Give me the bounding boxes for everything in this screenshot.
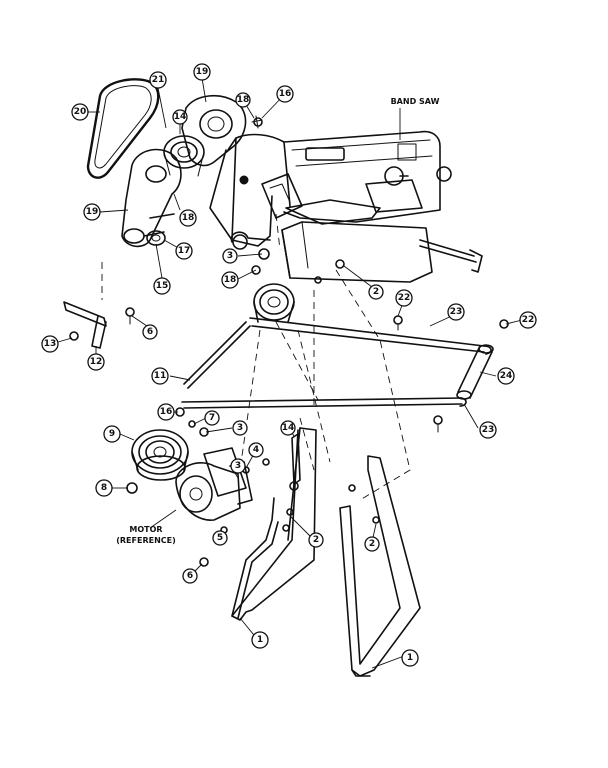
frame-pulley bbox=[253, 283, 295, 323]
svg-text:20: 20 bbox=[74, 107, 87, 117]
callout-22-left: 22 bbox=[395, 289, 413, 307]
callout-13: 13 bbox=[41, 335, 59, 353]
callout-15: 15 bbox=[153, 277, 171, 295]
svg-text:7: 7 bbox=[209, 413, 215, 423]
callout-18-mid: 18 bbox=[179, 209, 197, 227]
svg-text:2: 2 bbox=[369, 539, 375, 549]
saw-pulley bbox=[163, 135, 205, 177]
callout-3-low: 3 bbox=[230, 458, 246, 474]
svg-text:3: 3 bbox=[237, 423, 243, 433]
svg-text:4: 4 bbox=[253, 445, 259, 455]
svg-text:13: 13 bbox=[44, 339, 57, 349]
svg-text:22: 22 bbox=[398, 293, 411, 303]
callout-20: 20 bbox=[71, 103, 89, 121]
assembly-guide-lines bbox=[101, 213, 411, 501]
callout-16-mid: 16 bbox=[157, 403, 175, 421]
leg-right bbox=[339, 455, 421, 677]
hardware bbox=[69, 115, 509, 567]
callout-1-right: 1 bbox=[401, 649, 419, 667]
v-belt bbox=[86, 78, 160, 179]
callout-2-mid: 2 bbox=[308, 532, 324, 548]
motor-reference-label: (REFERENCE) bbox=[116, 536, 176, 545]
band-saw bbox=[209, 130, 483, 283]
svg-text:2: 2 bbox=[313, 535, 319, 545]
callout-3-mid: 3 bbox=[232, 420, 248, 436]
motor-label: MOTOR bbox=[129, 525, 162, 534]
callout-17: 17 bbox=[175, 242, 193, 260]
svg-text:2: 2 bbox=[373, 287, 379, 297]
callout-6-top: 6 bbox=[142, 324, 158, 340]
callouts: 20 21 19 14 18 16 19 18 17 15 3 18 2 6 1… bbox=[41, 63, 537, 667]
callout-6-low: 6 bbox=[182, 568, 198, 584]
callout-18-top: 18 bbox=[235, 92, 251, 108]
svg-text:11: 11 bbox=[154, 371, 167, 381]
small-bracket bbox=[63, 301, 107, 349]
callout-3-top: 3 bbox=[222, 248, 238, 264]
callout-7: 7 bbox=[204, 410, 220, 426]
callout-4: 4 bbox=[248, 442, 264, 458]
svg-text:3: 3 bbox=[227, 251, 233, 261]
callout-2-top: 2 bbox=[368, 284, 384, 300]
callout-11: 11 bbox=[151, 367, 169, 385]
svg-text:12: 12 bbox=[90, 357, 103, 367]
svg-text:6: 6 bbox=[187, 571, 193, 581]
svg-text:18: 18 bbox=[224, 275, 237, 285]
svg-text:3: 3 bbox=[235, 461, 241, 471]
callout-9: 9 bbox=[103, 425, 121, 443]
svg-text:16: 16 bbox=[160, 407, 173, 417]
callout-21: 21 bbox=[149, 71, 167, 89]
callout-1-left: 1 bbox=[251, 631, 269, 649]
svg-text:8: 8 bbox=[101, 483, 107, 493]
band-saw-label: BAND SAW bbox=[391, 97, 440, 106]
callout-22-right: 22 bbox=[519, 311, 537, 329]
callout-18-low: 18 bbox=[221, 271, 239, 289]
svg-text:23: 23 bbox=[482, 425, 495, 435]
svg-text:19: 19 bbox=[86, 207, 99, 217]
svg-text:1: 1 bbox=[257, 635, 263, 645]
callout-24: 24 bbox=[497, 367, 515, 385]
svg-text:23: 23 bbox=[450, 307, 463, 317]
svg-text:22: 22 bbox=[522, 315, 535, 325]
svg-text:16: 16 bbox=[279, 89, 292, 99]
svg-text:18: 18 bbox=[237, 95, 250, 105]
upper-rod-assembly bbox=[181, 317, 494, 409]
callout-19-top: 19 bbox=[193, 63, 211, 81]
svg-text:24: 24 bbox=[500, 371, 513, 381]
leg-left bbox=[231, 427, 317, 621]
callout-23-top: 23 bbox=[447, 303, 465, 321]
svg-text:9: 9 bbox=[109, 429, 115, 439]
callout-14-low: 14 bbox=[280, 420, 296, 436]
svg-text:14: 14 bbox=[282, 423, 295, 433]
svg-text:1: 1 bbox=[407, 653, 413, 663]
svg-text:6: 6 bbox=[147, 327, 153, 337]
idler-arm bbox=[121, 148, 182, 248]
callout-19-mid: 19 bbox=[83, 203, 101, 221]
svg-text:15: 15 bbox=[156, 281, 169, 291]
svg-text:18: 18 bbox=[182, 213, 195, 223]
callout-5: 5 bbox=[212, 530, 228, 546]
callout-12: 12 bbox=[87, 353, 105, 371]
callout-14-top: 14 bbox=[172, 109, 188, 125]
svg-text:19: 19 bbox=[196, 67, 209, 77]
svg-text:17: 17 bbox=[178, 246, 191, 256]
svg-text:5: 5 bbox=[217, 533, 223, 543]
callout-16-top: 16 bbox=[276, 85, 294, 103]
svg-text:14: 14 bbox=[174, 112, 187, 122]
motor-pulley bbox=[131, 429, 189, 481]
callout-23-low: 23 bbox=[479, 421, 497, 439]
callout-8: 8 bbox=[95, 479, 113, 497]
svg-text:21: 21 bbox=[152, 75, 165, 85]
callout-2-right: 2 bbox=[364, 536, 380, 552]
